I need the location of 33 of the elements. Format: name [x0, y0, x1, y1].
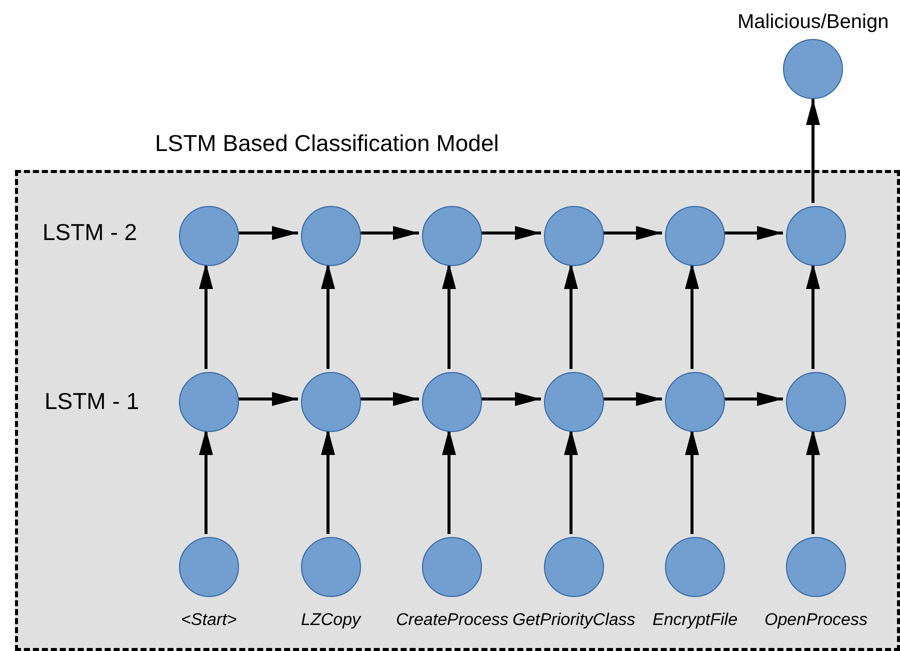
group-title: LSTM Based Classification Model: [155, 130, 499, 156]
arrow: [199, 263, 213, 369]
arrow: [479, 226, 541, 240]
input-label: EncryptFile: [652, 610, 738, 630]
arrow: [236, 392, 298, 406]
arrow: [806, 99, 820, 203]
arrow: [685, 429, 699, 534]
output-label: Malicious/Benign: [738, 10, 889, 34]
arrow: [358, 392, 419, 406]
input-label: GetPriorityClass: [512, 610, 636, 630]
arrow: [722, 226, 783, 240]
input-label: LZCopy: [301, 610, 361, 630]
arrow: [685, 263, 699, 369]
input-label: OpenProcess: [764, 610, 868, 630]
arrow: [806, 263, 820, 369]
arrow: [199, 429, 213, 534]
arrow: [601, 226, 662, 240]
row-label: LSTM - 2: [42, 218, 138, 246]
arrow: [479, 392, 541, 406]
arrow: [442, 263, 456, 369]
arrow: [358, 226, 419, 240]
arrow: [442, 429, 456, 534]
arrow: [564, 263, 578, 369]
arrow: [321, 263, 335, 369]
input-label: CreateProcess: [396, 610, 508, 630]
input-label: <Start>: [181, 610, 237, 630]
arrow: [321, 429, 335, 534]
arrow: [722, 392, 783, 406]
arrow: [564, 429, 578, 534]
arrow: [236, 226, 298, 240]
arrow: [806, 429, 820, 534]
row-label: LSTM - 1: [44, 388, 140, 414]
arrow: [601, 392, 662, 406]
